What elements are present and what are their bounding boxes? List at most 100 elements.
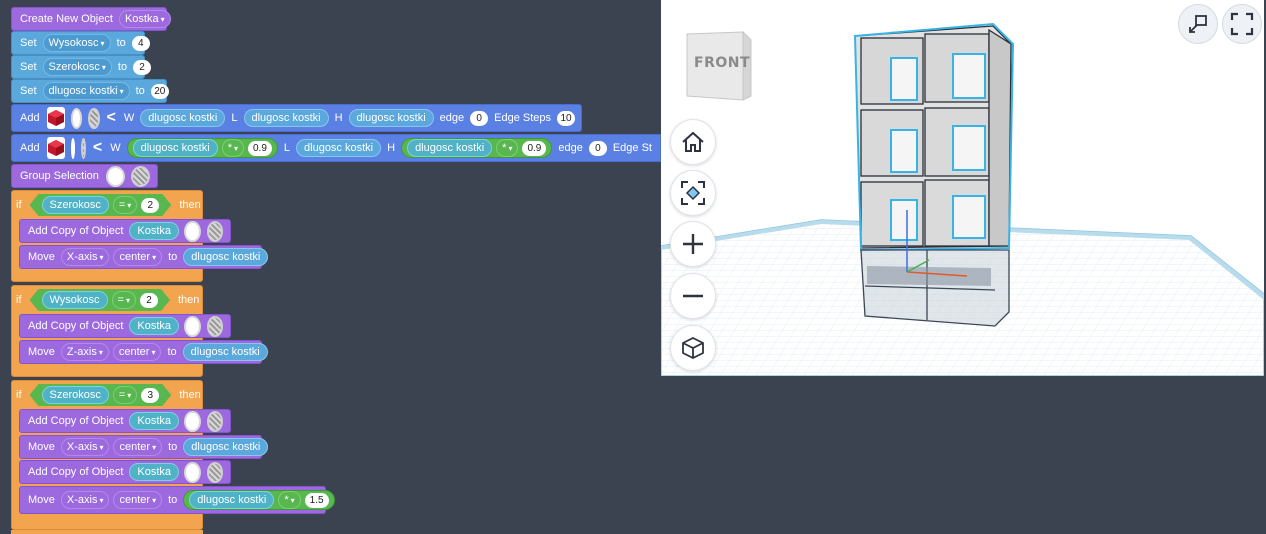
set-block[interactable]: Set Wysokosc▾ to 4 — [11, 31, 150, 55]
value-pill[interactable]: dlugosc kostki — [183, 438, 269, 456]
w-expression[interactable]: dlugosc kostki *▾ 0.9 — [126, 138, 278, 158]
group-selection-block[interactable]: Group Selection — [11, 164, 158, 188]
l-value[interactable]: dlugosc kostki — [243, 109, 329, 127]
variable-dropdown[interactable]: Szerokosc▾ — [42, 58, 112, 76]
anchor-dropdown[interactable]: center▾ — [112, 343, 162, 361]
multiplier-input[interactable]: 0.9 — [522, 140, 547, 156]
collapse-view-button[interactable] — [1178, 4, 1218, 44]
object-dropdown[interactable]: Kostka▾ — [118, 10, 171, 28]
value-input[interactable]: 4 — [131, 35, 150, 51]
operator-dropdown[interactable]: =▾ — [113, 386, 137, 404]
add-copy-block[interactable]: Add Copy of Object Kostka — [19, 314, 231, 338]
edge-input[interactable]: 0 — [470, 110, 489, 126]
object-pill[interactable]: Kostka — [129, 412, 180, 430]
value-pill[interactable]: dlugosc kostki — [183, 248, 269, 266]
condition[interactable]: Wysokosc =▾ 2 — [30, 289, 170, 311]
compare-value[interactable]: 2 — [140, 293, 158, 308]
material-hatch-icon[interactable] — [206, 461, 223, 483]
anchor-dropdown[interactable]: center▾ — [113, 438, 163, 456]
condition[interactable]: Szerokosc =▾ 2 — [30, 194, 172, 216]
operator-dropdown[interactable]: *▾ — [496, 139, 519, 157]
l-value[interactable]: dlugosc kostki — [296, 139, 382, 157]
material-hatch-icon[interactable] — [206, 315, 223, 337]
edge-input[interactable]: 0 — [588, 140, 607, 156]
axis-dropdown[interactable]: Z-axis▾ — [60, 343, 109, 361]
3d-viewport[interactable]: FRONT — [661, 0, 1264, 376]
add-copy-block[interactable]: Add Copy of Object Kostka — [19, 409, 231, 433]
variable-dropdown[interactable]: dlugosc kostki▾ — [42, 82, 130, 100]
zoom-out-button[interactable] — [670, 273, 716, 319]
block-label: Add Copy of Object — [28, 320, 124, 332]
axis-dropdown[interactable]: X-axis▾ — [60, 491, 110, 509]
value-input[interactable]: 20 — [150, 83, 169, 99]
operator-dropdown[interactable]: *▾ — [221, 139, 244, 157]
to-label: to — [168, 494, 178, 506]
material-hatch-icon[interactable] — [130, 165, 150, 187]
to-label: to — [167, 346, 177, 358]
color-white-icon[interactable] — [184, 461, 201, 483]
set-block[interactable]: Set Szerokosc▾ to 2 — [11, 55, 152, 79]
variable-dropdown[interactable]: Wysokosc▾ — [42, 34, 111, 52]
color-white-icon[interactable] — [105, 165, 125, 187]
add-copy-block[interactable]: Add Copy of Object Kostka — [19, 219, 231, 243]
axis-dropdown[interactable]: X-axis▾ — [60, 438, 110, 456]
variable-pill[interactable]: Szerokosc — [42, 386, 109, 404]
create-object-block[interactable]: Create New Object Kostka▾ — [11, 7, 171, 31]
operator-dropdown[interactable]: *▾ — [278, 491, 301, 509]
condition[interactable]: Szerokosc =▾ 3 — [30, 384, 172, 406]
set-block[interactable]: Set dlugosc kostki▾ to 20 — [11, 79, 169, 103]
collapse-chevron-icon[interactable]: < — [106, 109, 116, 126]
multiplier-input[interactable]: 0.9 — [247, 140, 272, 156]
w-value[interactable]: dlugosc kostki — [132, 139, 218, 157]
move-block[interactable]: Move Z-axis▾ center▾ to dlugosc kostki — [19, 340, 268, 364]
color-white-icon[interactable] — [70, 107, 83, 129]
perspective-button[interactable] — [670, 325, 716, 371]
fit-view-button[interactable] — [670, 170, 716, 216]
add-box-block[interactable]: Add < W dlugosc kostki *▾ 0.9 L dlugosc … — [11, 134, 661, 162]
h-value[interactable]: dlugosc kostki — [407, 139, 493, 157]
object-pill[interactable]: Kostka — [129, 222, 180, 240]
add-box-block[interactable]: Add < W dlugosc kostki L dlugosc kostki … — [11, 104, 582, 132]
color-red-icon[interactable] — [70, 137, 76, 159]
edge-steps-label: Edge St — [612, 142, 652, 154]
cube-shape-icon[interactable] — [46, 137, 65, 159]
multiplier-input[interactable]: 1.5 — [304, 492, 329, 508]
object-pill[interactable]: Kostka — [129, 463, 180, 481]
material-hatch-icon[interactable] — [88, 107, 100, 129]
material-hatch-icon[interactable] — [81, 137, 86, 159]
variable-pill[interactable]: Szerokosc — [42, 196, 109, 214]
variable-pill[interactable]: Wysokosc — [42, 291, 108, 309]
value-input[interactable]: 2 — [133, 59, 152, 75]
material-hatch-icon[interactable] — [206, 410, 223, 432]
anchor-dropdown[interactable]: center▾ — [113, 491, 163, 509]
h-expression[interactable]: dlugosc kostki *▾ 0.9 — [401, 138, 553, 158]
w-value[interactable]: dlugosc kostki — [140, 109, 226, 127]
home-view-button[interactable] — [670, 119, 716, 165]
color-white-icon[interactable] — [184, 410, 201, 432]
to-label: to — [168, 251, 178, 263]
value-pill[interactable]: dlugosc kostki — [189, 491, 275, 509]
zoom-in-button[interactable] — [670, 221, 716, 267]
move-block[interactable]: Move X-axis▾ center▾ to dlugosc kostki — [19, 435, 269, 459]
add-copy-block[interactable]: Add Copy of Object Kostka — [19, 460, 231, 484]
material-hatch-icon[interactable] — [206, 220, 223, 242]
anchor-dropdown[interactable]: center▾ — [113, 248, 163, 266]
color-white-icon[interactable] — [184, 220, 201, 242]
edge-steps-input[interactable]: 10 — [557, 110, 575, 126]
collapse-chevron-icon[interactable]: < — [92, 139, 103, 156]
axis-dropdown[interactable]: X-axis▾ — [60, 248, 110, 266]
value-pill[interactable]: dlugosc kostki — [182, 343, 268, 361]
object-pill[interactable]: Kostka — [129, 317, 180, 335]
operator-dropdown[interactable]: =▾ — [113, 196, 137, 214]
operator-dropdown[interactable]: =▾ — [112, 291, 136, 309]
move-block[interactable]: Move X-axis▾ center▾ to dlugosc kostki *… — [19, 486, 335, 514]
value-expression[interactable]: dlugosc kostki *▾ 1.5 — [183, 490, 335, 510]
view-cube[interactable]: FRONT — [685, 30, 755, 102]
compare-value[interactable]: 3 — [141, 388, 159, 403]
color-white-icon[interactable] — [184, 315, 201, 337]
compare-value[interactable]: 2 — [141, 198, 159, 213]
move-block[interactable]: Move X-axis▾ center▾ to dlugosc kostki — [19, 245, 269, 269]
fullscreen-button[interactable] — [1222, 4, 1262, 44]
h-value[interactable]: dlugosc kostki — [348, 109, 434, 127]
cube-shape-icon[interactable] — [46, 107, 65, 129]
